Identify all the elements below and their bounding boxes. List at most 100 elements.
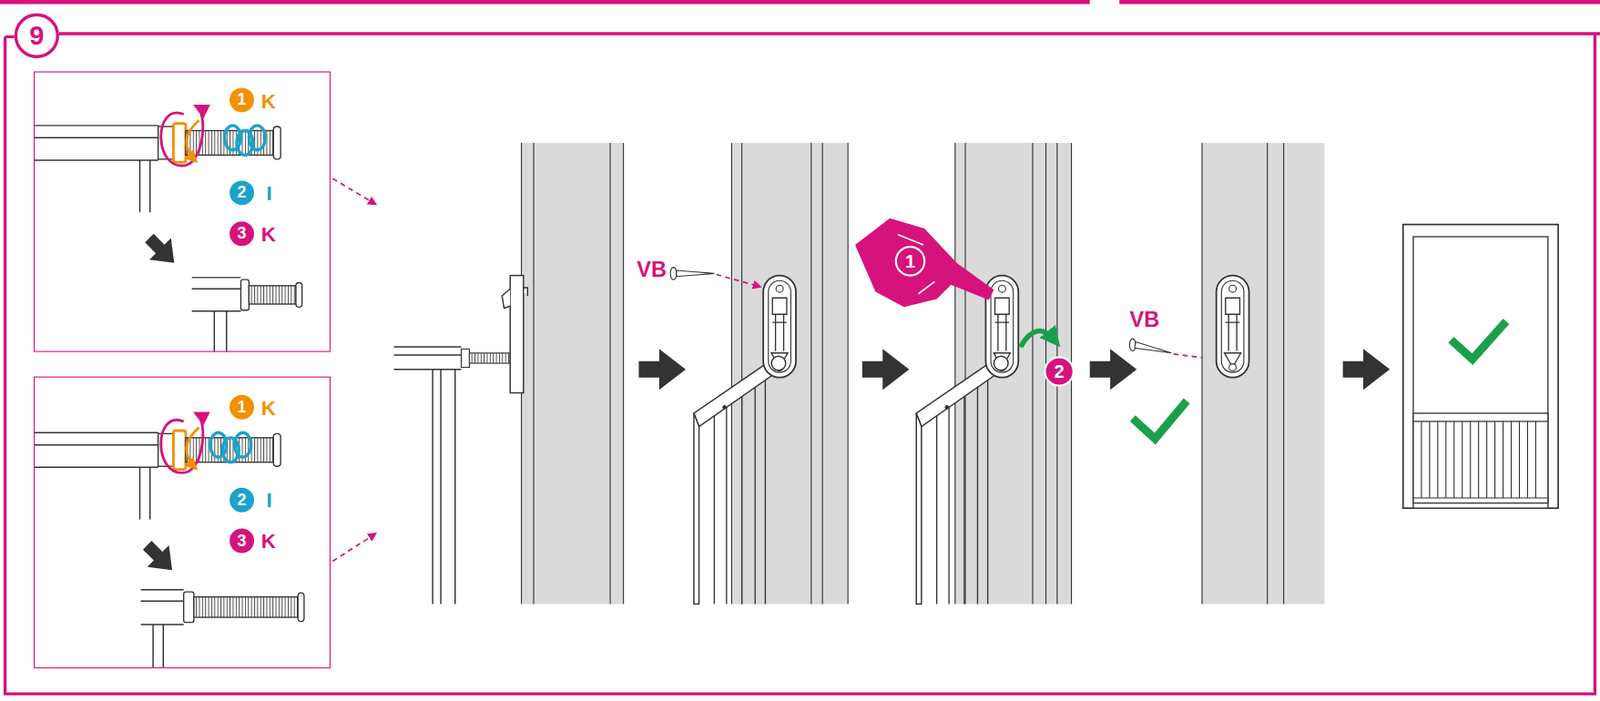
detail-drawing <box>136 534 184 581</box>
wall <box>731 142 848 605</box>
gate <box>937 379 989 604</box>
detail-drawing <box>224 125 266 156</box>
wall <box>521 142 624 605</box>
part-letter: K <box>261 530 276 551</box>
detail-drawing <box>210 432 252 463</box>
part-letter: K <box>261 223 276 244</box>
gate-side-view <box>468 353 510 364</box>
gate <box>693 356 781 604</box>
wall-bracket <box>763 275 796 378</box>
screw <box>716 274 761 286</box>
step-arrow <box>862 348 910 390</box>
part-label: VB <box>636 258 667 281</box>
circle-outline <box>229 529 255 554</box>
callout-number: 3 <box>229 221 255 246</box>
part-label: VB <box>1129 307 1160 330</box>
part-letter: I <box>265 183 272 204</box>
part-letter: K <box>261 397 276 418</box>
rotation-arrow <box>1020 330 1056 347</box>
step-frame <box>5 33 1600 694</box>
detail-drawing <box>192 277 242 353</box>
detail-drawing <box>136 534 184 581</box>
step-frame <box>5 33 1600 694</box>
step-arrow <box>862 348 910 390</box>
wall <box>1202 142 1285 605</box>
check-mark <box>1132 400 1187 439</box>
detail-drawing <box>138 227 185 275</box>
leader-arrow <box>332 178 376 561</box>
detail-drawing <box>295 282 303 307</box>
part-letter: K <box>261 91 276 112</box>
wall <box>1202 142 1325 605</box>
wall <box>731 142 848 605</box>
detail-drawing <box>193 597 298 618</box>
page-header-rule <box>0 0 1600 4</box>
wall <box>521 142 624 605</box>
circle-outline <box>229 180 255 205</box>
screw <box>670 267 677 280</box>
pressing-hand <box>855 218 994 308</box>
gate <box>945 405 949 409</box>
circle-outline <box>229 395 255 420</box>
detail-drawing <box>234 432 252 458</box>
callout-circle: 1 <box>229 87 255 113</box>
installed-gate <box>1403 224 1559 510</box>
callout-number: 1 <box>229 87 255 113</box>
gate-hinge <box>993 356 1009 371</box>
callout-circle: 3 <box>229 221 255 246</box>
detail-drawing <box>138 227 185 275</box>
leader-arrow <box>332 178 376 204</box>
installed-gate <box>1413 421 1549 499</box>
check-mark <box>1450 321 1507 359</box>
rotation-arrow <box>1020 330 1056 347</box>
installed-gate <box>1413 236 1549 509</box>
circle-outline <box>229 488 255 513</box>
callout-circle: 2 <box>229 180 255 205</box>
callout-number: 3 <box>229 529 255 554</box>
gate <box>916 413 922 605</box>
callout-number: 1 <box>895 245 927 277</box>
detail-drawing <box>33 413 305 669</box>
gate-side-view <box>509 275 524 394</box>
step-arrow <box>1343 348 1391 390</box>
leader-arrow <box>332 533 376 561</box>
callout-circle: 2 <box>1043 356 1075 388</box>
installed-gate <box>1421 421 1537 499</box>
gate-side-view <box>460 348 469 367</box>
detail-drawing <box>240 279 249 311</box>
gate <box>713 379 765 604</box>
detail-drawing <box>297 592 305 622</box>
callout-circle: 1 <box>229 395 255 420</box>
gate-side-view <box>501 287 528 308</box>
wall <box>731 142 848 605</box>
callout-circle: 2 <box>229 488 255 513</box>
detail-drawing <box>248 285 296 305</box>
pressing-hand <box>855 218 994 308</box>
installed-gate <box>1413 413 1549 504</box>
callout-circle: 3 <box>229 529 255 554</box>
wall <box>1202 142 1325 605</box>
detail-drawing <box>141 590 184 669</box>
callout-number: 2 <box>229 180 255 205</box>
wall <box>521 142 624 605</box>
gate-hinge <box>771 356 786 371</box>
detail-drawing <box>33 106 303 353</box>
detail-drawing <box>183 591 194 623</box>
detail-drawing <box>248 125 265 151</box>
step-badge: 9 <box>14 13 60 59</box>
detail-drawing <box>33 106 281 214</box>
installed-gate <box>1403 224 1559 510</box>
gate <box>722 405 726 409</box>
callout-number: 1 <box>229 395 255 420</box>
callout-number: 2 <box>1043 356 1075 388</box>
gate-side-view <box>394 275 529 605</box>
page-header-rule <box>0 1 1600 3</box>
wall-bracket <box>1216 275 1250 378</box>
step-arrow <box>638 348 686 390</box>
screw <box>1134 341 1172 353</box>
circle-outline <box>229 87 255 113</box>
callout-number: 2 <box>229 488 255 513</box>
step-arrow <box>638 348 686 390</box>
